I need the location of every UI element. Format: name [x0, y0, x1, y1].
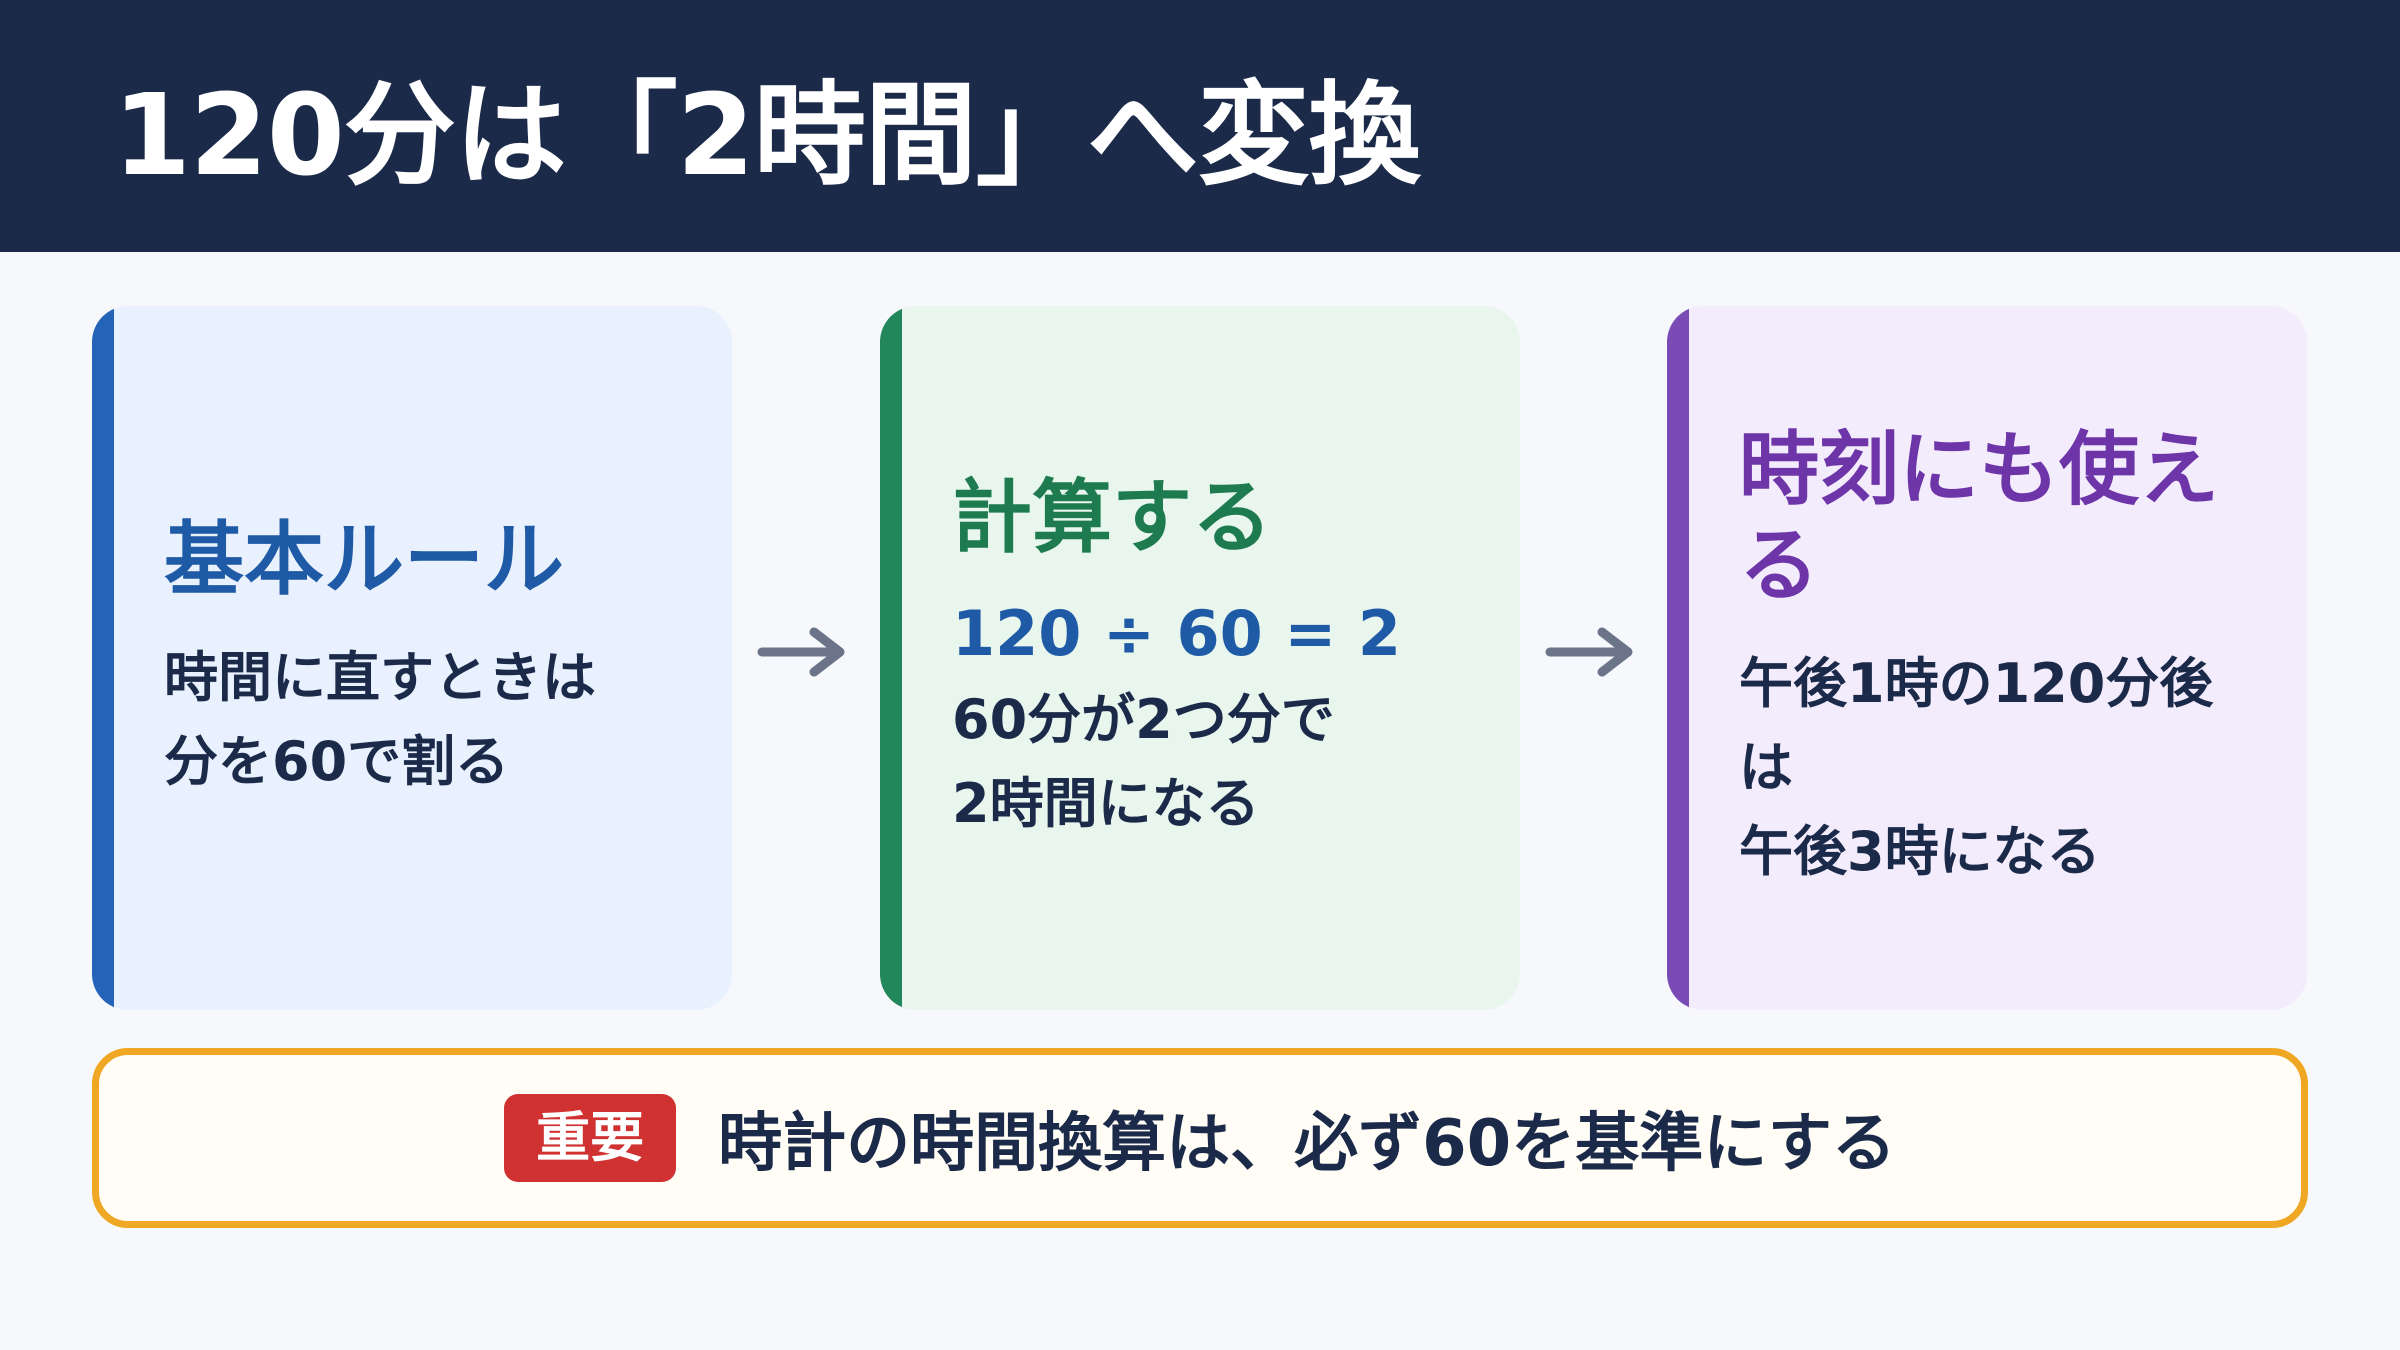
formula: 120 ÷ 60 = 2: [952, 597, 1402, 670]
card-body: 時間に直すときは 分を60で割る: [164, 636, 692, 804]
card-content: 計算する 120 ÷ 60 = 2 60分が2つ分で 2時間になる: [952, 306, 1480, 1010]
card-content: 時刻にも使える 午後1時の120分後は 午後3時になる: [1739, 306, 2267, 1010]
note-text: 時計の時間換算は、必ず60を基準にする: [718, 1107, 1896, 1181]
card-title: 計算する: [952, 471, 1272, 564]
card-title: 時刻にも使える: [1739, 423, 2219, 612]
important-badge: 重要: [504, 1094, 677, 1182]
card-body-line: 午後3時になる: [1739, 820, 2101, 883]
card-accent-bar: [880, 306, 902, 1010]
arrow-right-icon: [1545, 627, 1633, 677]
card-body: 60分が2つ分で 2時間になる: [952, 678, 1480, 846]
card-title: 基本ルール: [164, 513, 564, 606]
arrow-right-icon: [757, 627, 845, 677]
card-content: 基本ルール 時間に直すときは 分を60で割る: [164, 306, 692, 1010]
card-body-line: 分を60で割る: [164, 730, 510, 793]
card-body-line: 午後1時の120分後は: [1739, 652, 2214, 799]
page-title: 120分は「2時間」へ変換: [113, 71, 1421, 201]
card-body-line: 60分が2つ分で: [952, 688, 1335, 751]
card-body-line: 時間に直すときは: [164, 646, 596, 709]
card-calculate: 計算する 120 ÷ 60 = 2 60分が2つ分で 2時間になる: [880, 306, 1520, 1010]
card-basic-rule: 基本ルール 時間に直すときは 分を60で割る: [92, 306, 732, 1010]
card-time-of-day: 時刻にも使える 午後1時の120分後は 午後3時になる: [1667, 306, 2307, 1010]
card-body-line: 2時間になる: [952, 772, 1260, 835]
important-note: 重要 時計の時間換算は、必ず60を基準にする: [92, 1048, 2308, 1228]
card-body: 午後1時の120分後は 午後3時になる: [1739, 642, 2267, 894]
card-accent-bar: [1667, 306, 1689, 1010]
card-accent-bar: [92, 306, 114, 1010]
header-banner: 120分は「2時間」へ変換: [0, 0, 2400, 252]
